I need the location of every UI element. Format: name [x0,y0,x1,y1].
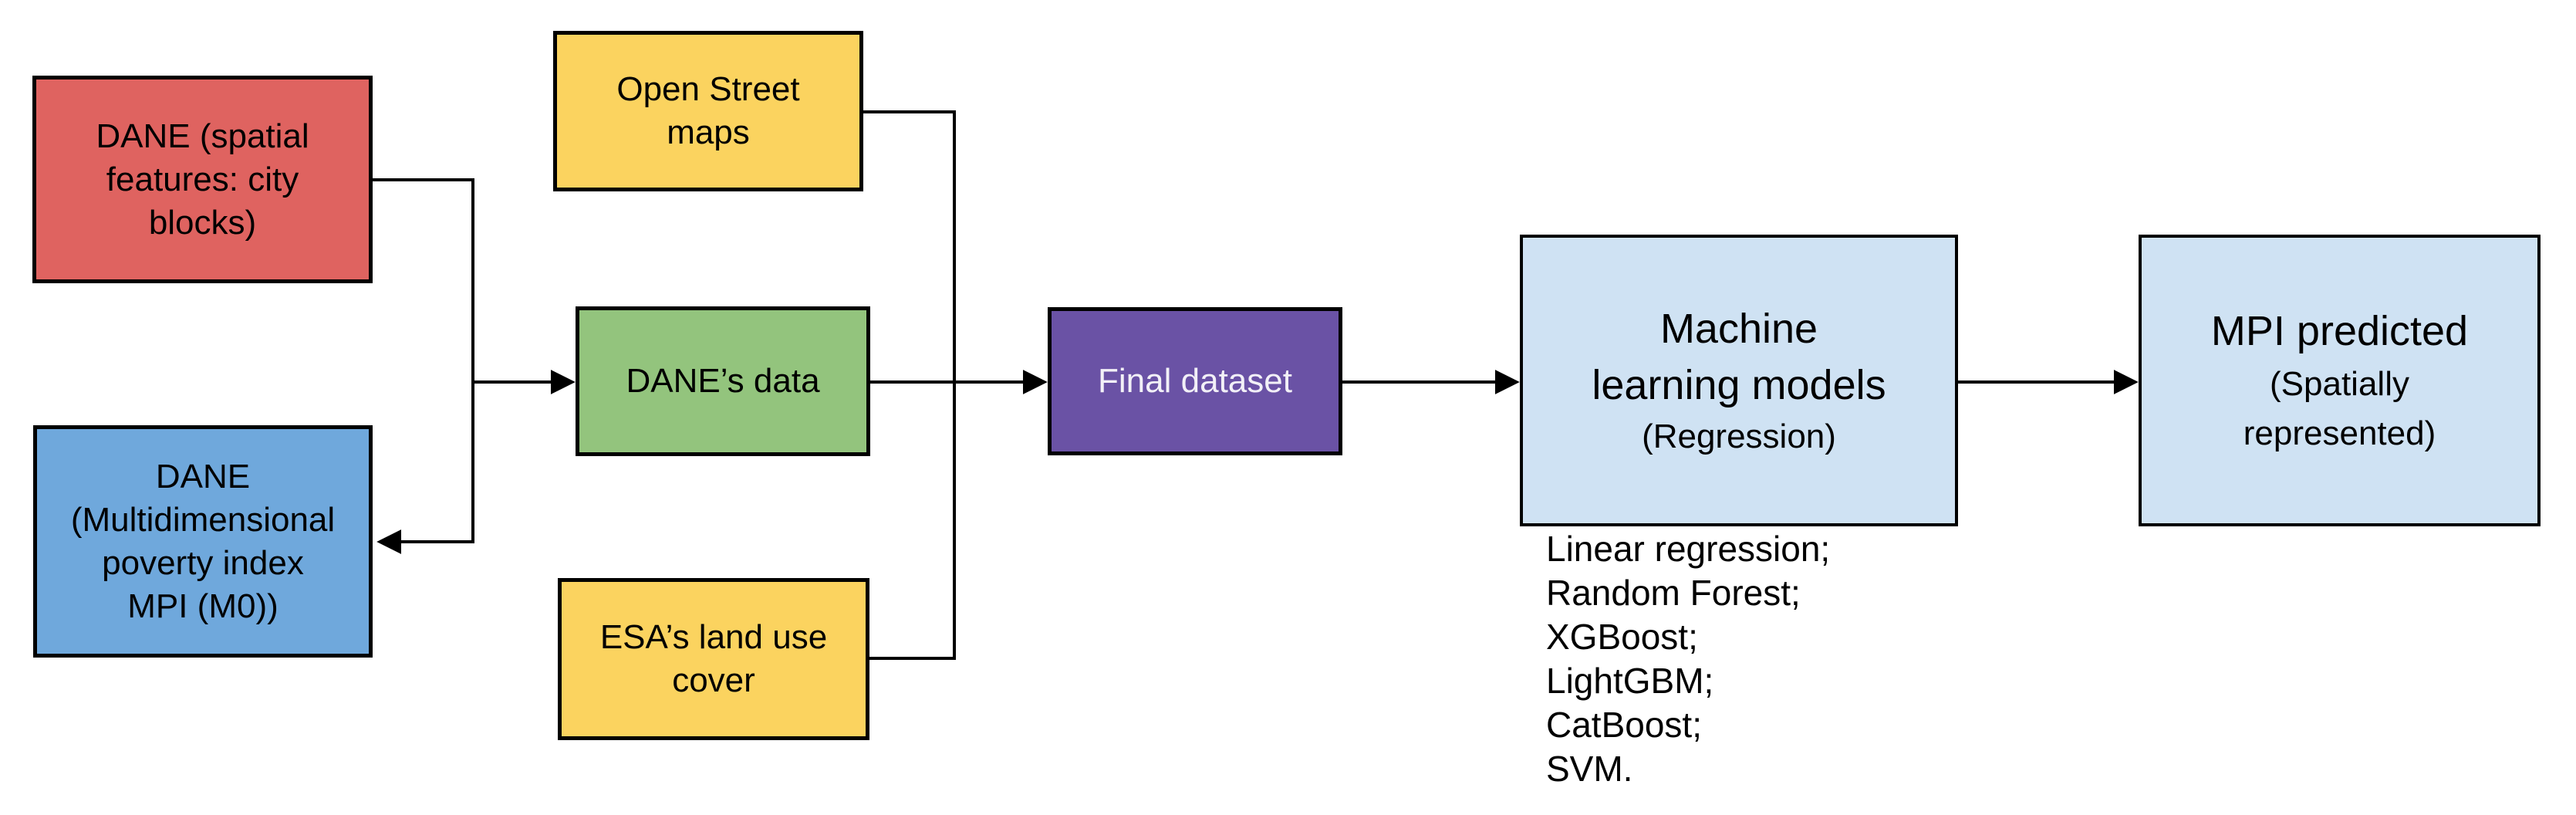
final-dataset-label: Final dataset [1098,362,1292,400]
dane-spatial-features-box: DANE (spatial features: city blocks) [32,76,373,283]
ml-model-list-item: XGBoost; [1546,617,1698,657]
ml-model-list-item: SVM. [1546,749,1633,789]
machine-learning-models-box: Machine learning models (Regression) [1520,235,1958,526]
esa-land-use-cover-label: ESA’s land use cover [599,618,828,699]
dane-mpi-label: DANE (Multidimensional poverty index MPI… [70,457,336,625]
ml-model-list-item: CatBoost; [1546,705,1702,745]
machine-learning-models-subtitle: (Regression) [1642,418,1836,455]
esa-land-use-cover-box: ESA’s land use cover [558,578,869,740]
dane-mpi-box: DANE (Multidimensional poverty index MPI… [33,425,373,658]
final-dataset-box: Final dataset [1048,307,1342,455]
connector-osm-esa-trunk-line [863,110,956,660]
open-street-maps-box: Open Street maps [553,31,863,191]
danes-data-box: DANE’s data [576,306,870,456]
danes-data-label: DANE’s data [626,362,820,400]
ml-model-list-item: LightGBM; [1546,661,1714,701]
dane-spatial-features-label: DANE (spatial features: city blocks) [96,117,309,242]
mpi-predicted-box: MPI predicted (Spatially represented) [2139,235,2541,526]
mpi-predicted-subtitle: (Spatially represented) [2243,364,2436,452]
machine-learning-models-title: Machine learning models [1592,306,1886,408]
ml-model-list-item: Random Forest; [1546,573,1801,613]
mpi-predicted-title: MPI predicted [2210,307,2469,354]
connector-dane-spatial-to-dane-mpi-arrow [373,178,474,554]
ml-model-list: Linear regression; Random Forest; XGBoos… [1546,527,1830,791]
open-street-maps-label: Open Street maps [616,70,800,151]
ml-model-list-item: Linear regression; [1546,529,1831,569]
